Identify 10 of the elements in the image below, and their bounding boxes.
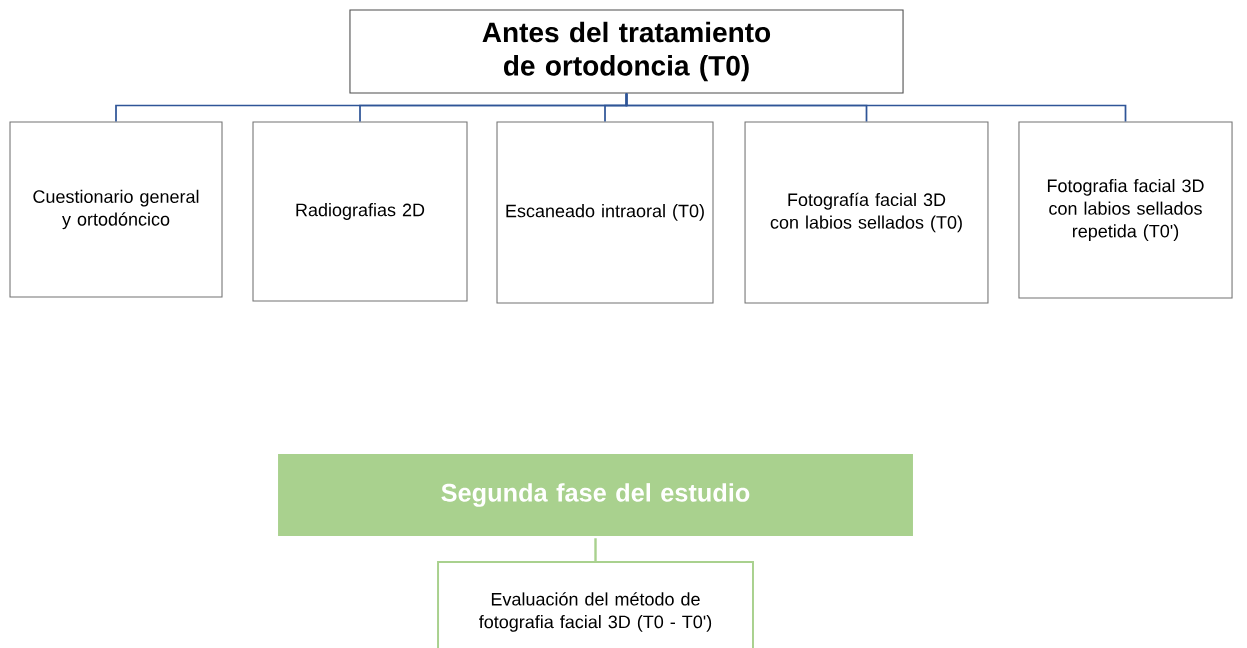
heading-box: Antes del tratamiento de ortodoncia (T0) — [349, 9, 904, 94]
process-box: Cuestionario general y ortodóncico — [9, 121, 223, 298]
process-box: Escaneado intraoral (T0) — [496, 121, 714, 304]
process-box: Radiografias 2D — [252, 121, 468, 302]
process-box: Fotografía facial 3D con labios sellados (T0) — [744, 121, 989, 304]
process-box: Evaluación del método de fotografia facial 3D (T0 - T0') — [437, 561, 754, 648]
connector-line — [594, 538, 597, 561]
process-box: Fotografia facial 3D con labios sellados repetida (T0') — [1018, 121, 1233, 299]
connector-line — [625, 92, 1127, 123]
phase-banner: Segunda fase del estudio — [278, 454, 913, 536]
